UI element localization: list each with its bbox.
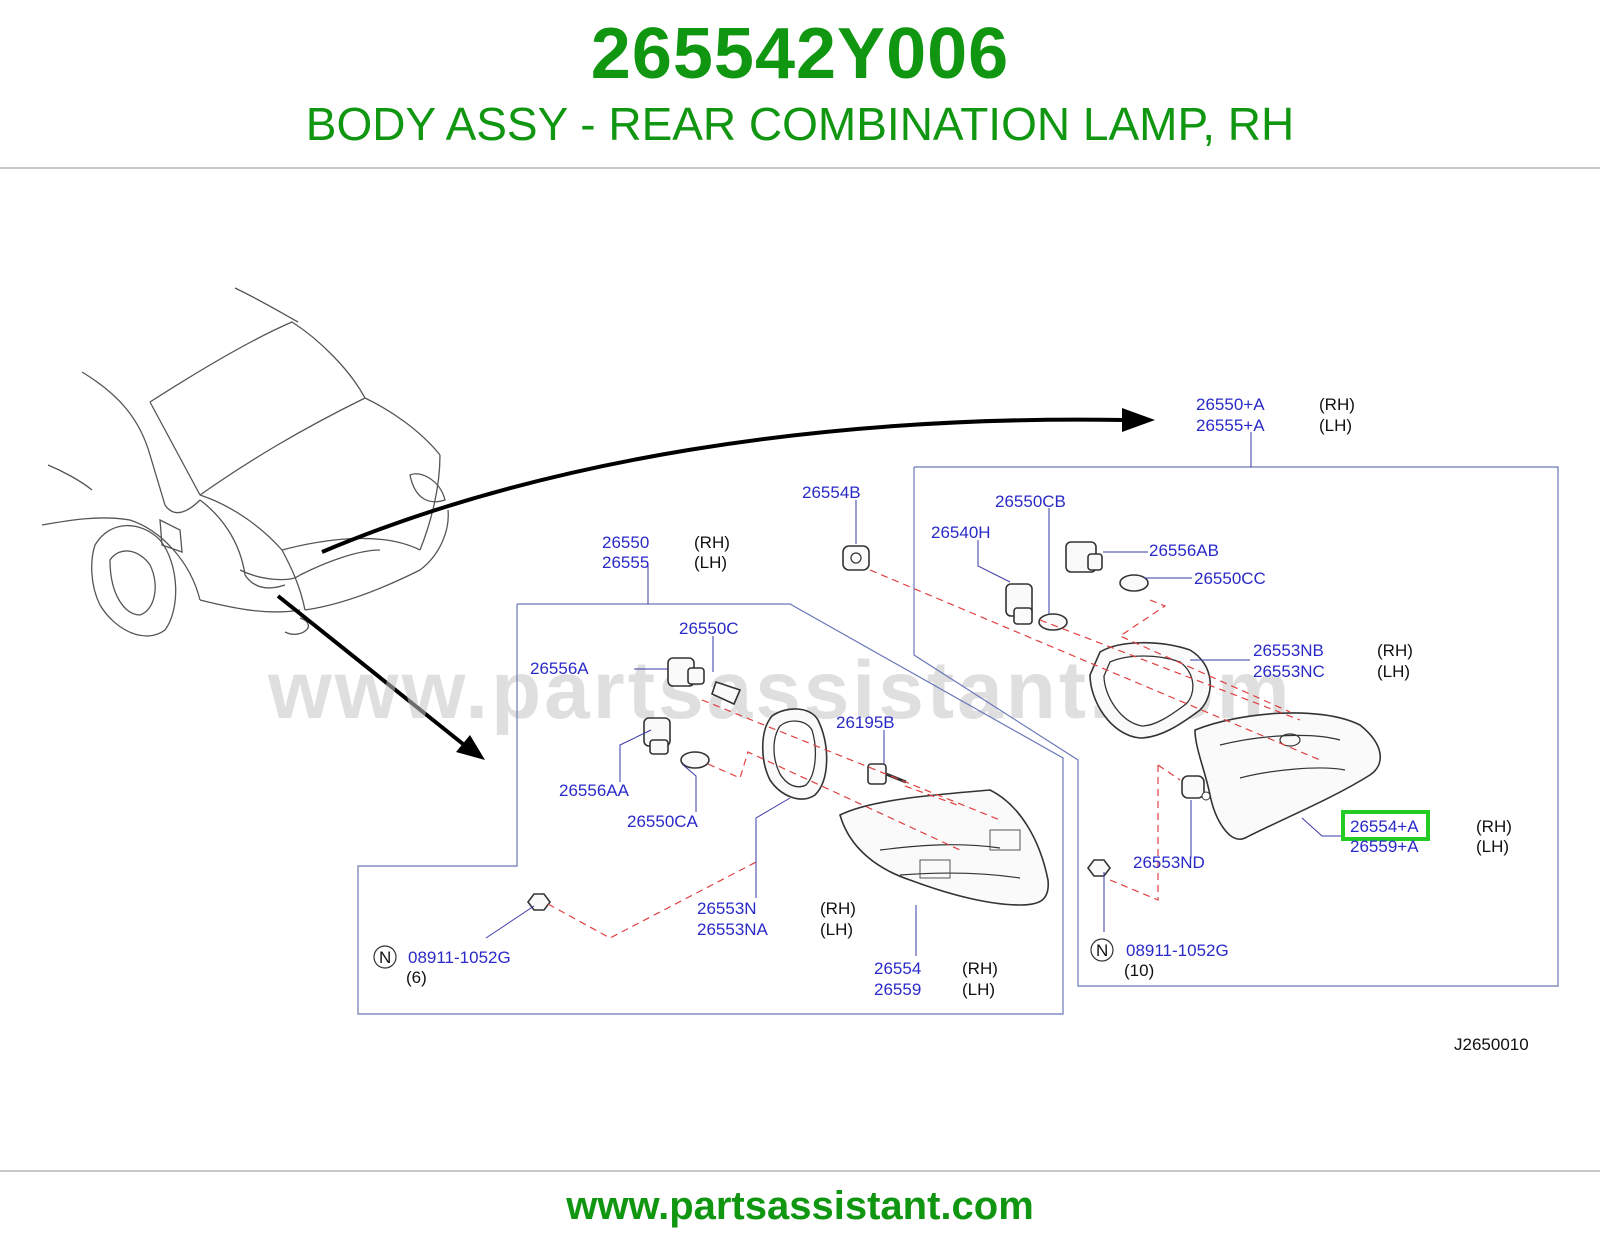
rh-assembly-frame (913, 466, 1559, 987)
n-symbol-right: N (1096, 941, 1108, 960)
label-26550CC: 26550CC (1194, 569, 1266, 588)
label-26550C: 26550C (679, 619, 739, 638)
leader-lines (485, 432, 1342, 956)
label-08911-left: 08911-1052G (408, 948, 511, 967)
label-26556AA: 26556AA (559, 781, 630, 800)
label-rh-26554: (RH) (962, 959, 998, 978)
label-08911-right: 08911-1052G (1126, 941, 1229, 960)
n-symbol-circle-right (1090, 938, 1114, 962)
part-number-title: 265542Y006 (590, 14, 1010, 94)
grommet-26553ND-shape (1181, 775, 1205, 799)
label-26556A: 26556A (530, 659, 589, 678)
label-rh-26553NB: (RH) (1377, 641, 1413, 660)
label-26550-A: 26550+A (1196, 395, 1265, 414)
header-divider (0, 167, 1600, 169)
callout-arrows (276, 408, 1155, 760)
label-26554-A: 26554+A (1350, 817, 1419, 836)
label-26553NC: 26553NC (1253, 662, 1325, 681)
label-rh-26554-A: (RH) (1476, 817, 1512, 836)
label-26550CB: 26550CB (995, 492, 1066, 511)
label-qty-left: (6) (406, 968, 427, 987)
label-26554: 26554 (874, 959, 921, 978)
bulb-26550CA-shape (680, 751, 710, 769)
bolt-26195B-shape (867, 763, 887, 785)
label-26553NA: 26553NA (697, 920, 769, 939)
label-lh-26555: (LH) (694, 553, 727, 572)
label-26556AB: 26556AB (1149, 541, 1219, 560)
label-rh-26550-A: (RH) (1319, 395, 1355, 414)
header: 265542Y006 BODY ASSY - REAR COMBINATION … (0, 0, 1600, 168)
label-26555: 26555 (602, 553, 649, 572)
label-26195B: 26195B (836, 713, 895, 732)
label-26554B: 26554B (802, 483, 861, 502)
label-26553ND: 26553ND (1133, 853, 1205, 872)
label-26555-A: 26555+A (1196, 416, 1265, 435)
label-26559: 26559 (874, 980, 921, 999)
car-rear-sketch (41, 287, 449, 637)
lh-assembly-frame (357, 603, 1064, 1015)
part-shapes (527, 541, 1382, 911)
label-26553N: 26553N (697, 899, 757, 918)
label-lh-26553NA: (LH) (820, 920, 853, 939)
label-lh-26559-A: (LH) (1476, 837, 1509, 856)
bulb-26550CB-shape (1038, 613, 1068, 631)
highlight-box-26554-A (1341, 810, 1430, 841)
footer-divider (0, 1170, 1600, 1172)
label-26550: 26550 (602, 533, 649, 552)
label-lh-26559: (LH) (962, 980, 995, 999)
n-symbol-left: N (379, 948, 391, 967)
bulb-26550CC-shape (1119, 574, 1149, 592)
label-lh-26553NC: (LH) (1377, 662, 1410, 681)
bulb-26550C-shape (711, 680, 742, 706)
label-26550CA: 26550CA (627, 812, 699, 831)
label-lh-26555-A: (LH) (1319, 416, 1352, 435)
label-26540H: 26540H (931, 523, 991, 542)
part-description: BODY ASSY - REAR COMBINATION LAMP, RH (305, 98, 1295, 150)
diagram-code: J2650010 (1454, 1035, 1529, 1054)
label-26553NB: 26553NB (1253, 641, 1324, 660)
nut-right-shape (1087, 859, 1111, 877)
alignment-lines (547, 569, 1321, 939)
label-rh-26550: (RH) (694, 533, 730, 552)
label-rh-26553N: (RH) (820, 899, 856, 918)
footer-url-link[interactable]: www.partsassistant.com (566, 1184, 1034, 1228)
n-symbol-circle-left (373, 945, 397, 969)
outer-lamp-26554-shape (839, 789, 1049, 906)
label-qty-right: (10) (1124, 961, 1154, 980)
labels: 26550+A (RH) 26555+A (LH) 26554B 26550CB… (373, 395, 1529, 1054)
label-26559-A: 26559+A (1350, 837, 1419, 856)
